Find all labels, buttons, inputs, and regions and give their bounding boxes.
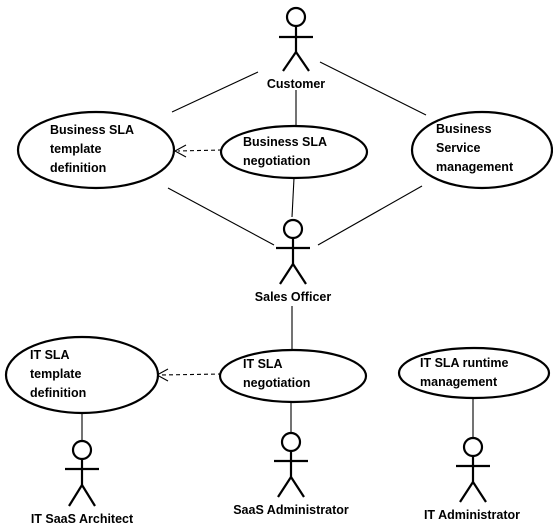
usecase-label-line-1: IT SLA bbox=[243, 357, 283, 371]
assoc-customer-business-sla-template bbox=[171, 71, 259, 113]
assoc-sales-business-sla-negotiation bbox=[291, 177, 295, 218]
usecase-label-line-2: template bbox=[50, 142, 101, 156]
usecase-label-line-1: Business SLA bbox=[243, 135, 327, 149]
usecase-label-line-1: IT SLA runtime bbox=[420, 356, 508, 370]
usecase-it-sla-negotiation[interactable]: IT SLA negotiation bbox=[218, 348, 368, 404]
stick-figure-icon bbox=[65, 439, 99, 507]
actor-label: SaaS Administrator bbox=[233, 503, 349, 517]
usecase-it-sla-template[interactable]: IT SLA template definition bbox=[4, 335, 160, 415]
dependencies bbox=[155, 144, 223, 382]
usecase-label-line-3: definition bbox=[30, 386, 86, 400]
actor-label: IT Administrator bbox=[424, 508, 520, 522]
dependency-business-negotiation-to-template bbox=[177, 149, 223, 152]
stick-figure-icon bbox=[274, 431, 308, 498]
actor-it-saas-architect[interactable]: IT SaaS Architect bbox=[31, 439, 134, 526]
usecase-oval bbox=[218, 348, 368, 404]
actor-it-administrator[interactable]: IT Administrator bbox=[424, 436, 520, 522]
usecase-label-line-2: management bbox=[420, 375, 498, 389]
usecase-label-line-2: negotiation bbox=[243, 376, 310, 390]
stick-figure-icon bbox=[276, 218, 310, 285]
usecase-oval bbox=[397, 346, 551, 400]
actor-saas-administrator[interactable]: SaaS Administrator bbox=[233, 431, 349, 517]
actor-label: Sales Officer bbox=[255, 290, 332, 304]
stick-figure-icon bbox=[456, 436, 490, 503]
usecase-it-sla-runtime-management[interactable]: IT SLA runtime management bbox=[397, 346, 551, 400]
usecase-label-line-2: Service bbox=[436, 141, 481, 155]
usecase-label-line-2: negotiation bbox=[243, 154, 310, 168]
usecase-oval bbox=[410, 110, 553, 190]
actor-sales-officer[interactable]: Sales Officer bbox=[255, 218, 332, 304]
usecase-label-line-1: IT SLA bbox=[30, 348, 70, 362]
usecase-label-line-2: template bbox=[30, 367, 81, 381]
usecase-label-line-3: definition bbox=[50, 161, 106, 175]
usecase-oval bbox=[219, 124, 369, 180]
assoc-customer-business-service-mgmt bbox=[319, 61, 427, 116]
dependency-it-negotiation-to-template bbox=[159, 373, 223, 376]
stick-figure-icon bbox=[279, 6, 313, 72]
associations bbox=[81, 61, 474, 440]
actor-label: IT SaaS Architect bbox=[31, 512, 134, 526]
usecase-business-sla-template[interactable]: Business SLA template definition bbox=[16, 110, 176, 190]
usecase-business-service-management[interactable]: Business Service management bbox=[410, 110, 553, 190]
usecase-oval bbox=[4, 335, 160, 415]
usecase-label-line-1: Business bbox=[436, 122, 492, 136]
actor-customer[interactable]: Customer bbox=[267, 6, 325, 91]
usecase-label-line-3: management bbox=[436, 160, 514, 174]
usecase-business-sla-negotiation[interactable]: Business SLA negotiation bbox=[219, 124, 369, 180]
usecase-oval bbox=[16, 110, 176, 190]
assoc-sales-business-service-mgmt bbox=[317, 185, 423, 246]
assoc-sales-business-sla-template bbox=[167, 187, 275, 246]
actor-label: Customer bbox=[267, 77, 325, 91]
usecase-label-line-1: Business SLA bbox=[50, 123, 134, 137]
